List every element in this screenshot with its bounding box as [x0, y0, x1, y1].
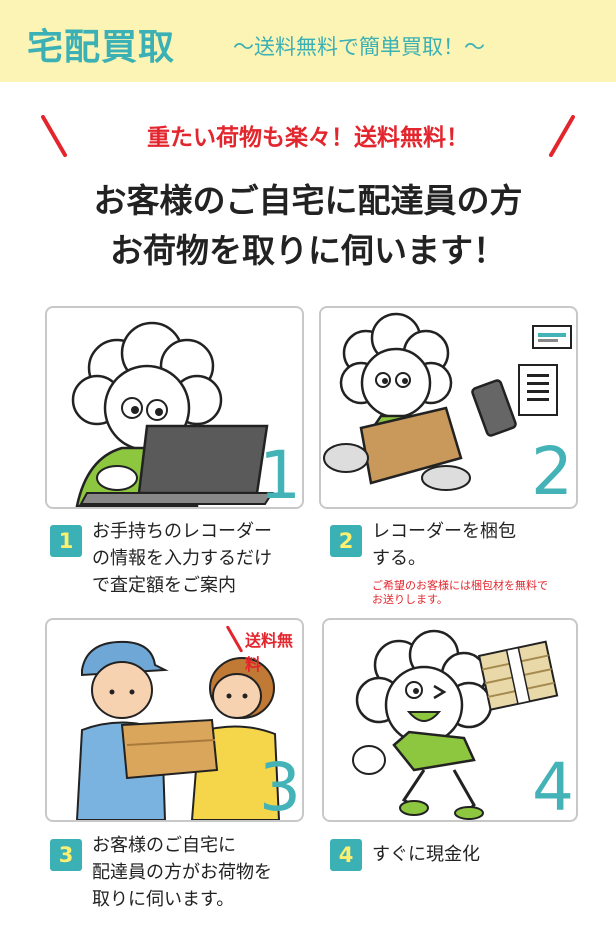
headline: お客様のご自宅に配達員の方 お荷物を取りに伺います！ — [0, 176, 616, 276]
mascot-cash-illustration — [352, 629, 559, 820]
step-1-text-line: で査定額をご案内 — [92, 575, 236, 596]
step-1-panel: 1 — [45, 306, 304, 509]
step-2-badge: 2 — [330, 525, 362, 557]
step-2-note-line: ご希望のお客様には梱包材を無料で — [372, 579, 548, 592]
mascot-laptop-illustration — [71, 321, 274, 507]
step-2-note: ご希望のお客様には梱包材を無料で お送りします。 — [372, 579, 548, 607]
step-2-text: レコーダーを梱包 する。 — [372, 518, 516, 572]
headline-line-2: お荷物を取りに伺います！ — [110, 231, 506, 270]
delivery-handoff-illustration — [75, 640, 281, 820]
step-4-text: すぐに現金化 — [372, 841, 480, 868]
tagline: 重たい荷物も楽々！送料無料！ — [147, 125, 469, 151]
step-4-panel: 4 — [322, 618, 578, 822]
banner-title: 宅配買取 — [27, 27, 176, 68]
step-1-text-line: お手持ちのレコーダー — [92, 521, 272, 542]
step-3-text-line: 配達員の方がお荷物を — [92, 862, 272, 883]
step-2-text-line: レコーダーを梱包 — [372, 521, 516, 542]
headline-line-1: お客様のご自宅に配達員の方 — [93, 181, 523, 220]
step-3-panel: 送料無料 3 — [45, 618, 304, 822]
step-2-note-line: お送りします。 — [372, 593, 448, 606]
header-banner: 宅配買取 〜送料無料で簡単買取！〜 — [0, 0, 616, 82]
step-4-badge: 4 — [330, 839, 362, 871]
step-3-text-line: 取りに伺います。 — [92, 889, 235, 910]
step-3-text-line: お客様のご自宅に — [92, 835, 236, 856]
step-3-text: お客様のご自宅に 配達員の方がお荷物を 取りに伺います。 — [92, 832, 272, 913]
step-1-text-line: の情報を入力するだけ — [92, 548, 272, 569]
step-4-text-line: すぐに現金化 — [372, 844, 480, 865]
step-1-number: 1 — [259, 437, 301, 509]
step-2-panel: 2 — [319, 306, 578, 509]
mascot-packing-illustration — [323, 312, 572, 491]
step-3-badge: 3 — [50, 839, 82, 871]
step-1-badge: 1 — [50, 525, 82, 557]
step-2-number: 2 — [531, 433, 573, 509]
step-2-text-line: する。 — [372, 548, 426, 569]
free-shipping-label: 送料無料 — [245, 631, 294, 674]
step-3-number: 3 — [259, 749, 301, 822]
banner-subtitle: 〜送料無料で簡単買取！〜 — [233, 35, 485, 59]
step-1-text: お手持ちのレコーダー の情報を入力するだけ で査定額をご案内 — [92, 518, 272, 599]
step-4-number: 4 — [532, 749, 574, 822]
